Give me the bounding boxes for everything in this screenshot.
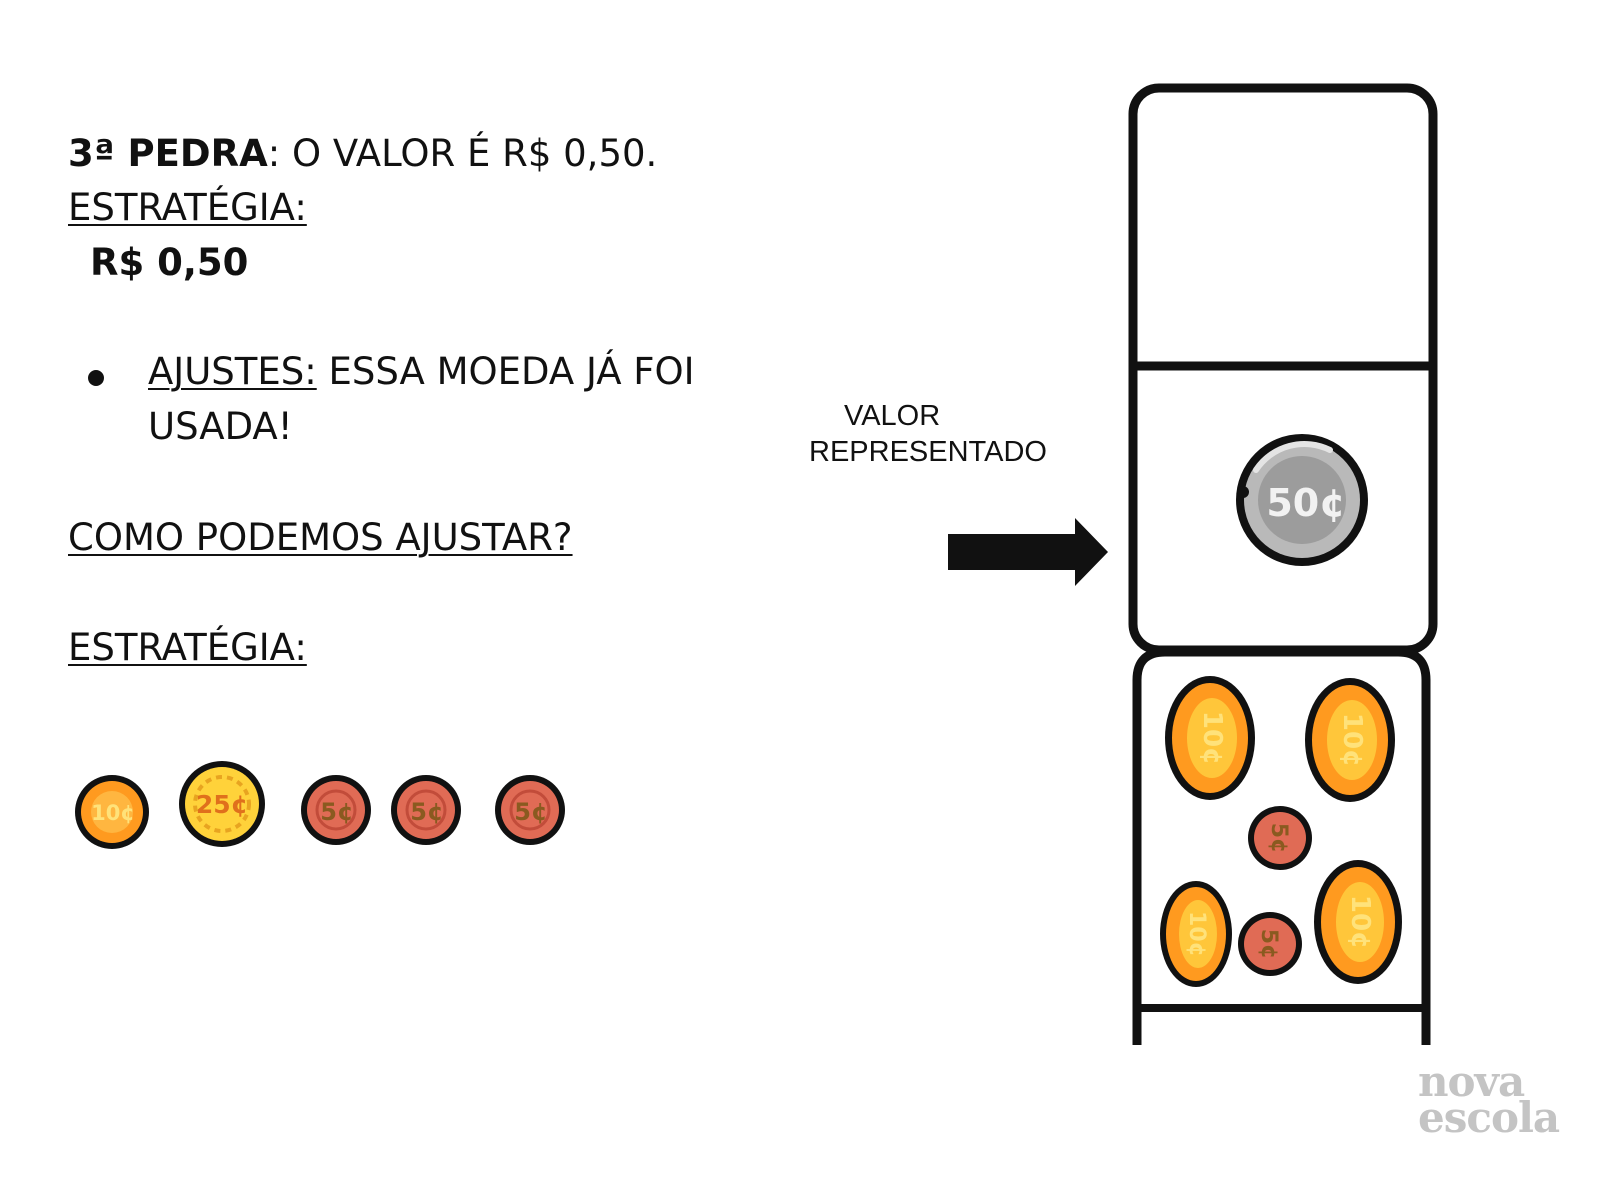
coin-10-icon: 10¢ bbox=[1160, 881, 1232, 987]
logo-line1: nova bbox=[1418, 1057, 1525, 1106]
tube-lower-box bbox=[1132, 647, 1431, 1045]
logo-line2: escola bbox=[1418, 1093, 1560, 1142]
bullet-dot bbox=[88, 370, 104, 386]
adjustments-text-2: USADA! bbox=[148, 405, 293, 448]
coin-10-icon: 10¢ bbox=[1165, 676, 1255, 800]
coin-label: 10¢ bbox=[1337, 713, 1367, 767]
coin-label: 10¢ bbox=[1184, 911, 1209, 957]
coin-10-icon: 10¢ bbox=[1314, 860, 1402, 984]
arrow-right-icon bbox=[948, 518, 1108, 586]
coin-10-icon: 10¢ bbox=[1305, 678, 1395, 802]
arrow-label-line2: REPRESENTADO bbox=[809, 436, 1047, 468]
strategy-label-2: ESTRATÉGIA: bbox=[68, 626, 307, 669]
coin-label: 50¢ bbox=[1266, 481, 1345, 525]
strategy-label: ESTRATÉGIA: bbox=[68, 186, 307, 229]
coin-label: 10¢ bbox=[1345, 895, 1375, 949]
stone-number: 3ª PEDRA bbox=[68, 132, 268, 175]
coin-label: 5¢ bbox=[1266, 823, 1291, 854]
adjustments-line: AJUSTES: ESSA MOEDA JÁ FOI bbox=[148, 350, 695, 394]
stone-value-text: : O VALOR É R$ 0,50. bbox=[267, 132, 658, 175]
adjustments-text: ESSA MOEDA JÁ FOI bbox=[316, 350, 695, 393]
coin-label: 5¢ bbox=[1256, 929, 1281, 960]
coin-5-icon: 5¢ bbox=[1238, 912, 1302, 976]
coin-label: 10¢ bbox=[1197, 711, 1227, 765]
strategy-value: R$ 0,50 bbox=[90, 241, 249, 284]
arrow-label-line1: VALOR bbox=[844, 400, 941, 432]
stone-title: 3ª PEDRA: O VALOR É R$ 0,50. bbox=[68, 132, 657, 176]
adjust-question: COMO PODEMOS AJUSTAR? bbox=[68, 516, 573, 559]
nova-escola-logo: nova escola bbox=[1418, 1057, 1560, 1142]
coin-5-icon: 5¢ bbox=[1248, 806, 1312, 870]
adjustments-label: AJUSTES: bbox=[148, 350, 317, 393]
coin-50-icon: 50¢ bbox=[1236, 434, 1368, 566]
